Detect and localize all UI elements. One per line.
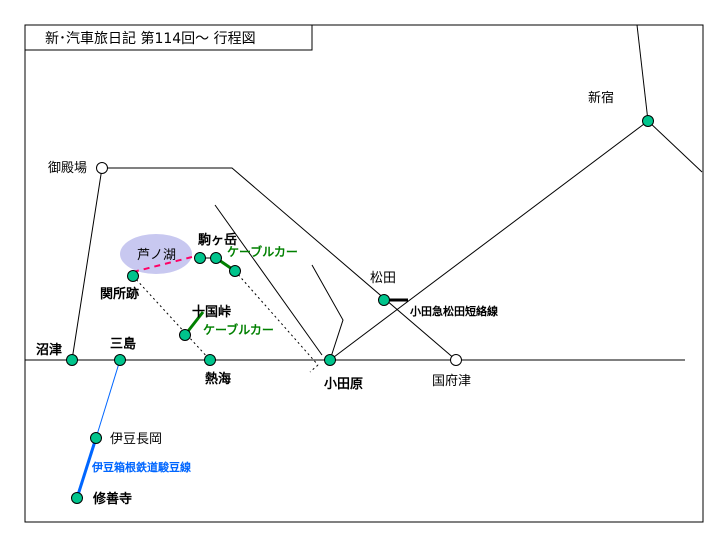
label-ashinoko: 芦ノ湖 [137, 248, 176, 263]
label-shuzenji: 修善寺 [92, 491, 132, 507]
gotemba-line [71, 167, 457, 361]
station-numazu [66, 354, 78, 366]
rail-lines [25, 24, 703, 361]
station-sekishoato [127, 270, 139, 282]
station-mishima [114, 354, 126, 366]
station-kozu [450, 354, 462, 366]
station-izunagaoka [90, 432, 102, 444]
station-komagatake-2 [210, 252, 222, 264]
label-sekishoato: 関所跡 [100, 286, 139, 302]
izuhakone-line [95, 359, 121, 439]
label-izuhakone: 伊豆箱根鉄道駿豆線 [91, 460, 191, 474]
label-cable-1: ケーブルカー [227, 244, 298, 259]
bus-routes [132, 270, 319, 373]
map-frame [24, 24, 704, 523]
station-jikkoku [179, 329, 191, 341]
map-title: 新･汽車旅日記 第114回～ 行程図 [45, 30, 256, 47]
stations [66, 115, 654, 504]
label-izunagaoka: 伊豆長岡 [110, 432, 162, 447]
label-atami: 熱海 [205, 371, 231, 387]
station-shinjuku [642, 115, 654, 127]
label-mishima: 三島 [110, 336, 136, 352]
label-cable-2: ケーブルカー [203, 322, 274, 337]
station-komagatake-3 [229, 265, 241, 277]
station-shuzenji [71, 492, 83, 504]
label-jikkokutoge: 十国峠 [192, 304, 231, 320]
odakyu-line [329, 120, 649, 361]
label-komagatake: 駒ヶ岳 [197, 232, 237, 248]
label-kozu: 国府津 [432, 374, 471, 389]
label-shinjuku: 新宿 [588, 90, 614, 106]
label-odakyu-link: 小田急松田短絡線 [409, 304, 498, 318]
title-box [24, 24, 313, 51]
label-matsuda: 松田 [370, 271, 396, 286]
station-komagatake-1 [194, 252, 206, 264]
station-atami [204, 354, 216, 366]
station-odawara [324, 354, 336, 366]
lake-ashinoko [120, 234, 192, 274]
label-odawara: 小田原 [324, 377, 363, 392]
label-numazu: 沼津 [36, 342, 62, 358]
label-gotemba: 御殿場 [48, 161, 87, 176]
station-matsuda [378, 294, 390, 306]
station-gotemba [96, 162, 108, 174]
